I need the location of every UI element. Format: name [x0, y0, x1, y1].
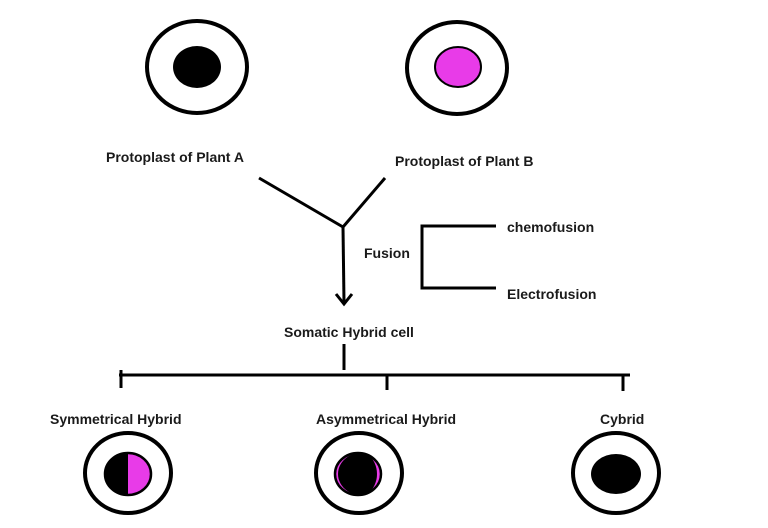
fusion-bracket — [420, 224, 496, 290]
protoplast-a-label: Protoplast of Plant A — [106, 149, 244, 165]
somatic-hybrid-label: Somatic Hybrid cell — [284, 324, 414, 340]
protoplast-a-nucleus — [173, 46, 221, 88]
symmetrical-nucleus-outline — [103, 451, 153, 497]
cybrid-label: Cybrid — [600, 411, 645, 427]
symmetrical-nucleus-half — [105, 453, 128, 495]
asymmetrical-nucleus-outline — [333, 451, 383, 497]
symmetrical-hybrid-label: Symmetrical Hybrid — [50, 411, 182, 427]
fusion-arrow-shaft — [341, 226, 346, 303]
electrofusion-label: Electrofusion — [507, 286, 597, 302]
cybrid-cell — [571, 431, 661, 515]
symmetrical-hybrid-cell — [83, 431, 173, 515]
cybrid-nucleus — [591, 454, 641, 494]
asymmetrical-hybrid-cell — [314, 431, 404, 515]
protoplast-a-cell — [145, 19, 249, 115]
merge-line-a — [258, 176, 344, 229]
chemofusion-label: chemofusion — [507, 219, 595, 235]
merge-line-b — [341, 177, 387, 228]
fusion-label: Fusion — [364, 245, 410, 261]
asymmetrical-nucleus-major — [337, 453, 378, 495]
protoplast-b-cell — [405, 20, 509, 116]
protoplast-b-nucleus — [434, 46, 482, 88]
protoplast-b-label: Protoplast of Plant B — [395, 153, 534, 169]
fusion-arrow-head — [334, 293, 354, 307]
asymmetrical-hybrid-label: Asymmetrical Hybrid — [316, 411, 457, 427]
